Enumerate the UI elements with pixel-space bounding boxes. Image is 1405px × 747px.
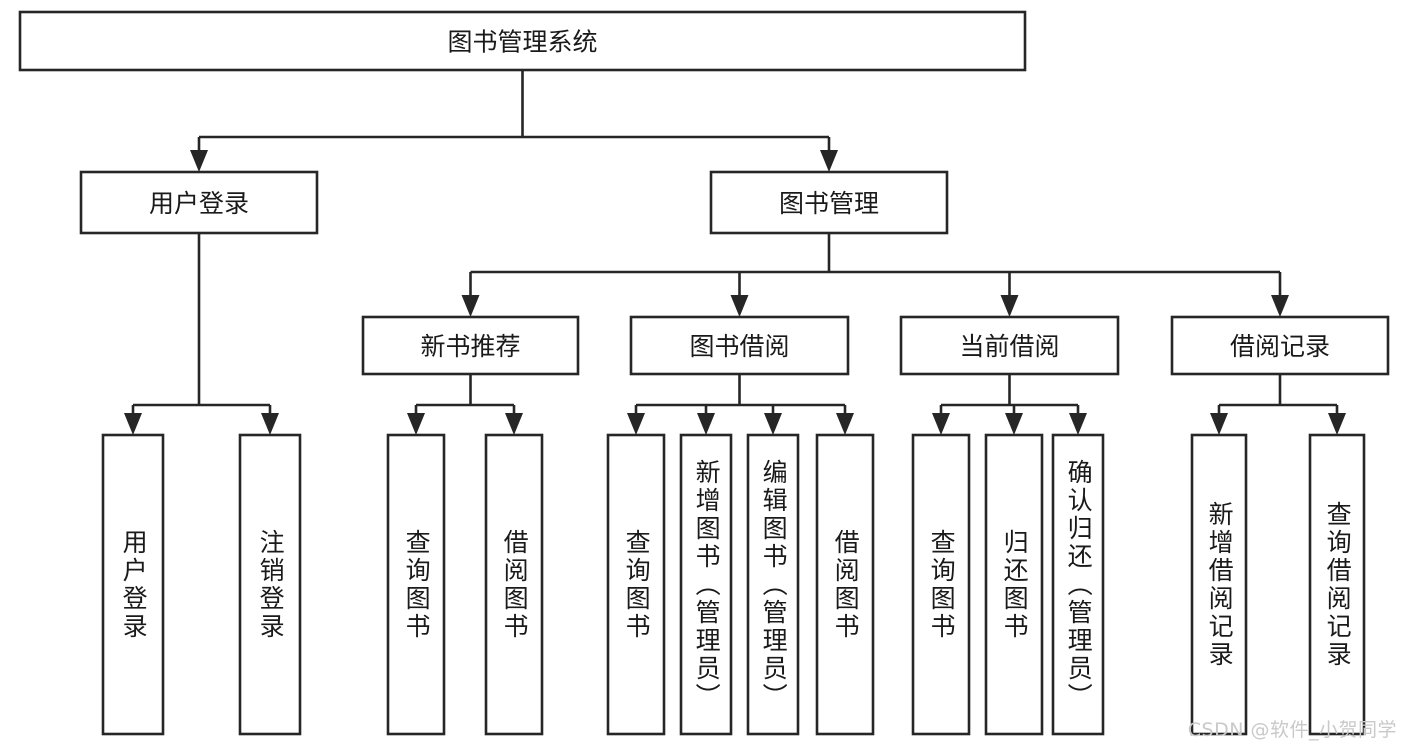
node-box-level2-1[interactable] — [709, 170, 949, 235]
box-layer — [18, 10, 1390, 736]
connector-root-to-level2-1-arrowhead — [820, 150, 838, 172]
node-label-level2-1: 图书管理 — [779, 189, 879, 218]
node-label-root: 图书管理系统 — [447, 28, 597, 57]
connector-layer — [124, 70, 1346, 435]
node-box-leaf-10[interactable] — [1051, 433, 1105, 736]
connector-root-to-level2-0-arrowhead — [190, 150, 208, 172]
node-box-leaf-11[interactable] — [1190, 433, 1248, 736]
node-box-leaf-8[interactable] — [911, 433, 971, 736]
node-box-leaf-2[interactable] — [386, 433, 446, 736]
node-box-level3-2[interactable] — [899, 315, 1120, 376]
node-box-leaf-7[interactable] — [815, 433, 875, 736]
connector-level3-3-to-leaf-0-arrowhead — [1210, 413, 1228, 435]
connector-level3-1-to-leaf-1-arrowhead — [697, 413, 715, 435]
connector-level3-2-to-leaf-2-arrowhead — [1069, 413, 1087, 435]
node-box-leaf-5[interactable] — [679, 433, 733, 736]
node-box-level3-3[interactable] — [1170, 315, 1390, 376]
connector-level3-1-to-leaf-2-arrowhead — [764, 413, 782, 435]
node-box-leaf-0[interactable] — [101, 433, 165, 736]
node-box-leaf-6[interactable] — [746, 433, 800, 736]
node-box-leaf-3[interactable] — [484, 433, 544, 736]
node-box-leaf-1[interactable] — [238, 433, 302, 736]
node-box-leaf-12[interactable] — [1308, 433, 1366, 736]
connector-level2-1-to-level3-3-arrowhead — [1271, 295, 1289, 317]
node-box-level3-1[interactable] — [629, 315, 850, 376]
node-label-level3-3: 借阅记录 — [1230, 332, 1330, 361]
node-label-level3-0: 新书推荐 — [420, 332, 520, 361]
connector-level2-1-to-level3-0-arrowhead — [461, 295, 480, 317]
node-label-level2-0: 用户登录 — [149, 189, 249, 218]
node-box-leaf-9[interactable] — [984, 433, 1044, 736]
connector-level2-1-to-level3-2-arrowhead — [1000, 295, 1019, 317]
connector-level3-2-to-leaf-1-arrowhead — [1005, 413, 1023, 435]
connector-level3-1-to-leaf-0-arrowhead — [627, 413, 645, 435]
connector-level3-1-to-leaf-3-arrowhead — [836, 413, 854, 435]
node-box-leaf-4[interactable] — [606, 433, 666, 736]
node-box-level2-0[interactable] — [79, 170, 319, 235]
node-label-level3-2: 当前借阅 — [959, 332, 1059, 361]
connector-level3-2-to-leaf-0-arrowhead — [932, 413, 950, 435]
connector-level2-1-to-level3-1-arrowhead — [730, 295, 749, 317]
connector-level3-0-to-leaf-1-arrowhead — [505, 413, 523, 435]
node-box-level3-0[interactable] — [361, 315, 580, 376]
node-box-root[interactable] — [18, 10, 1027, 72]
connector-level2-0-to-leaf-0-arrowhead — [124, 413, 142, 435]
connector-level2-0-to-leaf-1-arrowhead — [261, 413, 279, 435]
connector-level3-0-to-leaf-0-arrowhead — [407, 413, 425, 435]
node-label-level3-1: 图书借阅 — [689, 332, 789, 361]
connector-level3-3-to-leaf-1-arrowhead — [1328, 413, 1346, 435]
